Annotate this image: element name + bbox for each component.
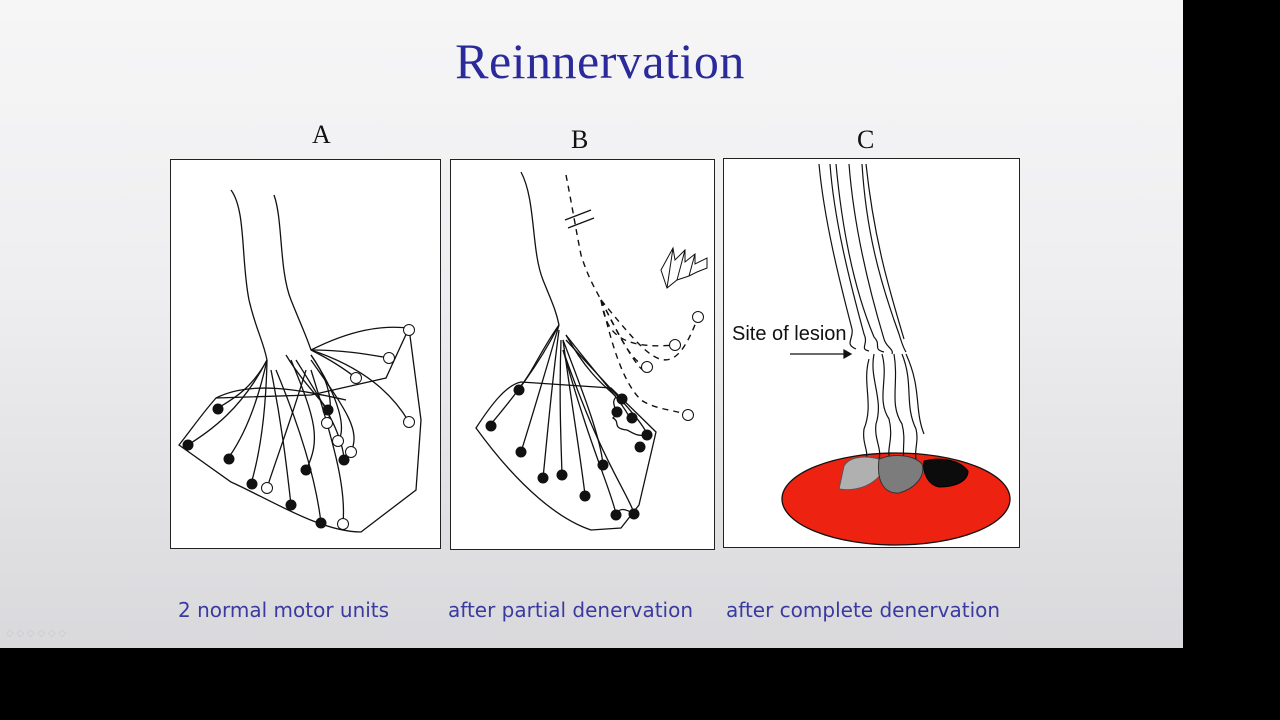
slide-title: Reinnervation <box>455 33 745 89</box>
caption-b: after partial denervation <box>448 598 694 622</box>
panel-a-letter: A <box>312 120 331 149</box>
motor-endplate-mid <box>877 455 924 494</box>
caption-a: 2 normal motor units <box>178 598 390 622</box>
panel-b-drawing <box>475 171 708 531</box>
slide: Reinnervation A B C <box>0 0 1183 648</box>
lesion-label: Site of lesion <box>732 323 847 345</box>
panel-a-diagram <box>170 159 441 549</box>
panel-c-drawing <box>781 163 1011 546</box>
caption-c: after complete denervation <box>726 598 1001 622</box>
panel-b-diagram <box>450 159 715 550</box>
panel-b-letter: B <box>571 125 589 154</box>
panel-a-drawing <box>178 189 422 533</box>
motor-endplate-dark <box>923 458 969 488</box>
panel-c-letter: C <box>857 125 875 154</box>
panel-c-diagram: Site of lesion <box>723 158 1020 548</box>
player-controls-hint[interactable]: ◇ ◇ ◇ ◇ ◇ ◇ <box>6 628 67 639</box>
